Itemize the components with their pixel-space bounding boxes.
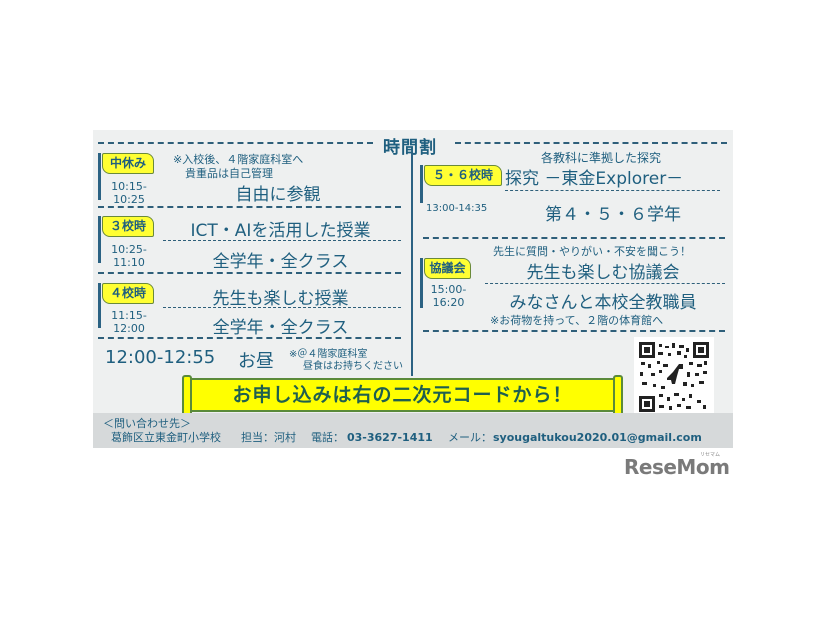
timetable-panel: 時間割 中休み 10:15- 10:25 ※入校後、４階家庭科室へ 貴重品は自己… — [93, 130, 733, 448]
block-sub: 第４・５・６学年 — [545, 205, 681, 225]
note: 各教科に準拠した探究 — [541, 151, 662, 165]
footer-heading: ＜問い合わせ先＞ — [103, 417, 191, 430]
lunch-time: 12:00-12:55 — [105, 347, 216, 368]
time-start: 15:00- — [430, 283, 467, 296]
divider-dash — [98, 206, 401, 208]
block-bar — [420, 165, 423, 203]
block-sub: 全学年・全クラス — [212, 252, 349, 272]
note: ※入校後、４階家庭科室へ — [173, 153, 304, 166]
block-bar — [98, 153, 101, 200]
lunch-note: 昼食はお持ちください — [303, 361, 403, 372]
block-main: 先生も楽しむ協議会 — [526, 263, 680, 283]
divider-dash — [423, 330, 725, 332]
page-title: 時間割 — [383, 138, 437, 158]
time-end: 11:10 — [113, 256, 145, 269]
lunch-label: お昼 — [238, 351, 274, 372]
divider-dash — [485, 283, 725, 284]
resemom-logo-sub: リセマム — [700, 452, 721, 458]
time-start: 10:15- — [111, 180, 147, 193]
flag-period-3: ３校時 — [102, 216, 154, 237]
footer-phone[interactable]: 03-3627-1411 — [347, 431, 433, 444]
block-main: 自由に参観 — [235, 185, 321, 205]
time-start: 10:25- — [111, 243, 147, 256]
footer-mail[interactable]: syougaltukou2020.01@gmail.com — [493, 431, 702, 444]
contact-footer: ＜問い合わせ先＞ 葛飾区立東金町小学校 担当：河村 電話： 03-3627-14… — [93, 413, 733, 448]
footer-contact: 担当：河村 — [241, 431, 296, 444]
footer-phone-label: 電話： — [311, 431, 344, 444]
divider-dash — [163, 307, 401, 308]
flag-period-5-6: ５・６校時 — [424, 165, 502, 186]
time: 13:00-14:35 — [426, 203, 488, 214]
divider-dash — [455, 142, 727, 144]
qr-code-icon[interactable] — [634, 337, 714, 417]
flag-break: 中休み — [102, 153, 154, 174]
footer-mail-label: メール： — [448, 431, 492, 444]
divider-dash — [98, 142, 373, 144]
block-sub: 全学年・全クラス — [212, 318, 349, 338]
note: 先生に質問・やりがい・不安を聞こう！ — [493, 245, 691, 258]
column-divider — [411, 152, 413, 376]
time-start: 11:15- — [111, 309, 147, 322]
divider-dash — [163, 240, 401, 241]
flag-period-4: ４校時 — [102, 283, 154, 304]
apply-banner: お申し込みは右の二次元コードから！ — [182, 375, 623, 417]
resemom-logo: ReseMom — [624, 455, 730, 479]
block-sub: みなさんと本校全教職員 — [509, 293, 697, 313]
block-bar — [420, 258, 423, 308]
divider-dash — [423, 237, 725, 239]
divider-dash — [98, 337, 401, 339]
time-end: 16:20 — [432, 296, 465, 309]
note: 貴重品は自己管理 — [185, 167, 273, 180]
qr-code-icon — [639, 342, 709, 412]
time-end: 10:25 — [113, 193, 145, 206]
note: ※お荷物を持って、２階の体育館へ — [490, 314, 664, 327]
divider-dash — [505, 190, 720, 191]
block-main: 先生も楽しむ授業 — [212, 289, 349, 309]
time-end: 12:00 — [113, 322, 145, 335]
block-main: ICT・AIを活用した授業 — [190, 221, 371, 241]
divider-dash — [98, 272, 401, 274]
block-main: 探究 －東金Explorer－ — [505, 169, 684, 189]
block-bar — [98, 216, 101, 263]
footer-school: 葛飾区立東金町小学校 — [111, 431, 221, 444]
block-bar — [98, 283, 101, 328]
flag-council: 協議会 — [424, 258, 471, 279]
lunch-note: ※＠４階家庭科室 — [289, 349, 368, 360]
